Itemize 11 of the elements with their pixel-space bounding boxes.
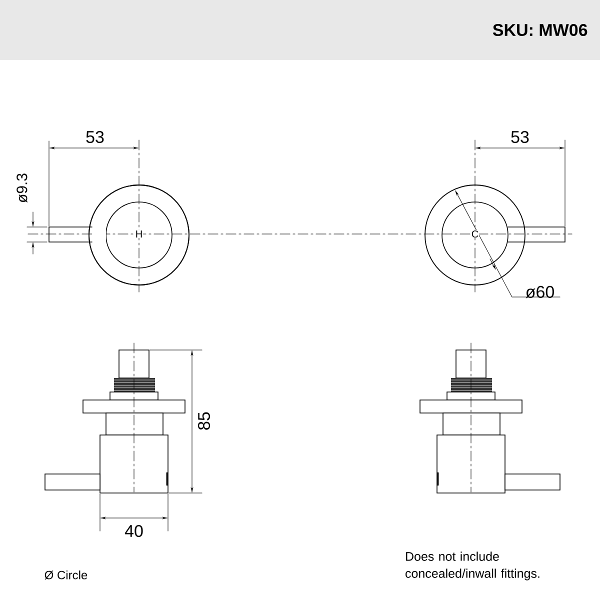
dimension-text: 85 [198,412,210,430]
dimension-text: 40 [124,524,143,538]
handle-letter: C [470,230,480,238]
note-text: Does not include concealed/inwall fittings. [406,552,540,580]
dimension-text: ø60 [526,286,554,298]
header-band: SKU: MW06 [0,0,600,60]
dimension-text: 53 [86,130,104,144]
legend-text: Ø Circle [44,570,88,580]
dimension-text: ø9.3 [16,174,28,203]
handle-letter: H [134,230,144,238]
dimension-text: 53 [511,130,529,144]
